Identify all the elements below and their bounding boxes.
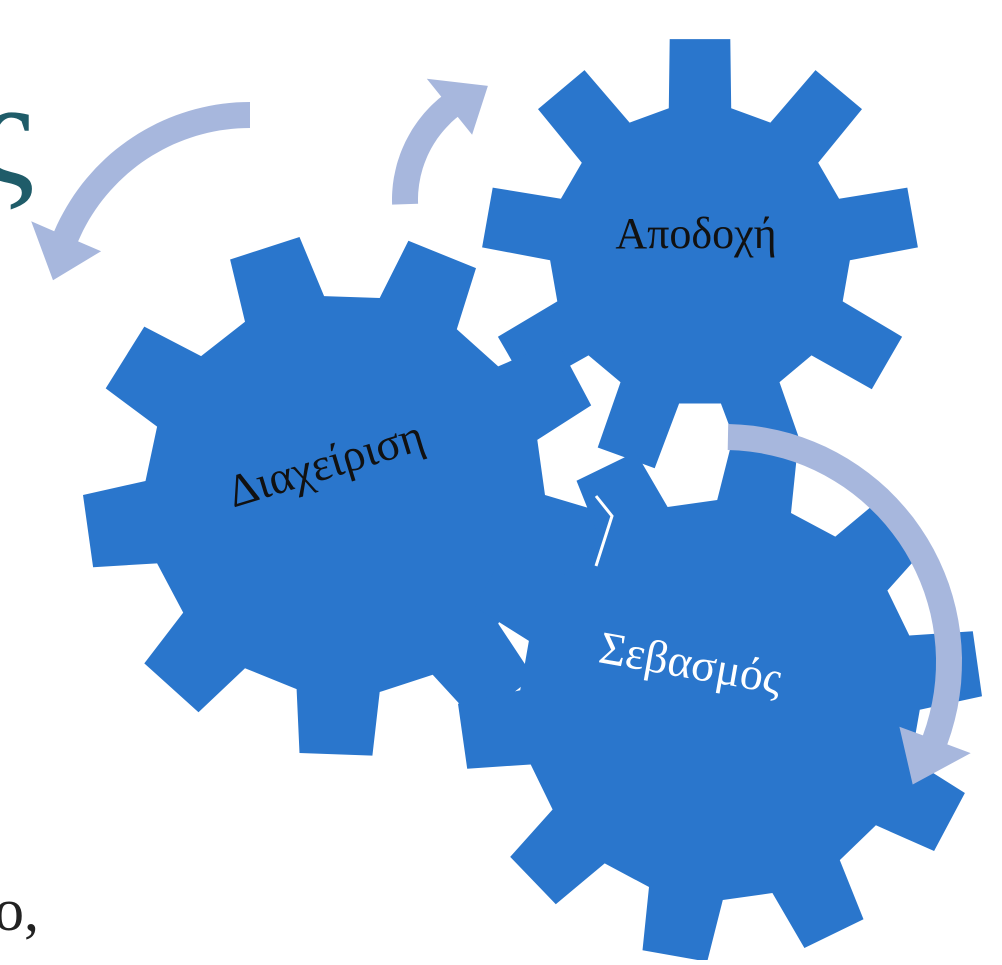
arrow-to-management	[31, 102, 251, 281]
gear-label-acceptance: Αποδοχή	[615, 209, 776, 258]
edge-text-fragment-bottom: ο,	[0, 877, 39, 943]
arrow-around-respect	[727, 424, 971, 785]
gear-respect	[458, 438, 982, 962]
arrow-layer	[31, 78, 488, 281]
gear-acceptance	[482, 39, 918, 469]
gear-layer	[83, 39, 982, 962]
edge-text-fragment-top: ς	[0, 50, 34, 216]
arrow-to-acceptance	[392, 78, 488, 205]
gear-seam	[594, 495, 614, 567]
gear-management	[83, 237, 607, 756]
